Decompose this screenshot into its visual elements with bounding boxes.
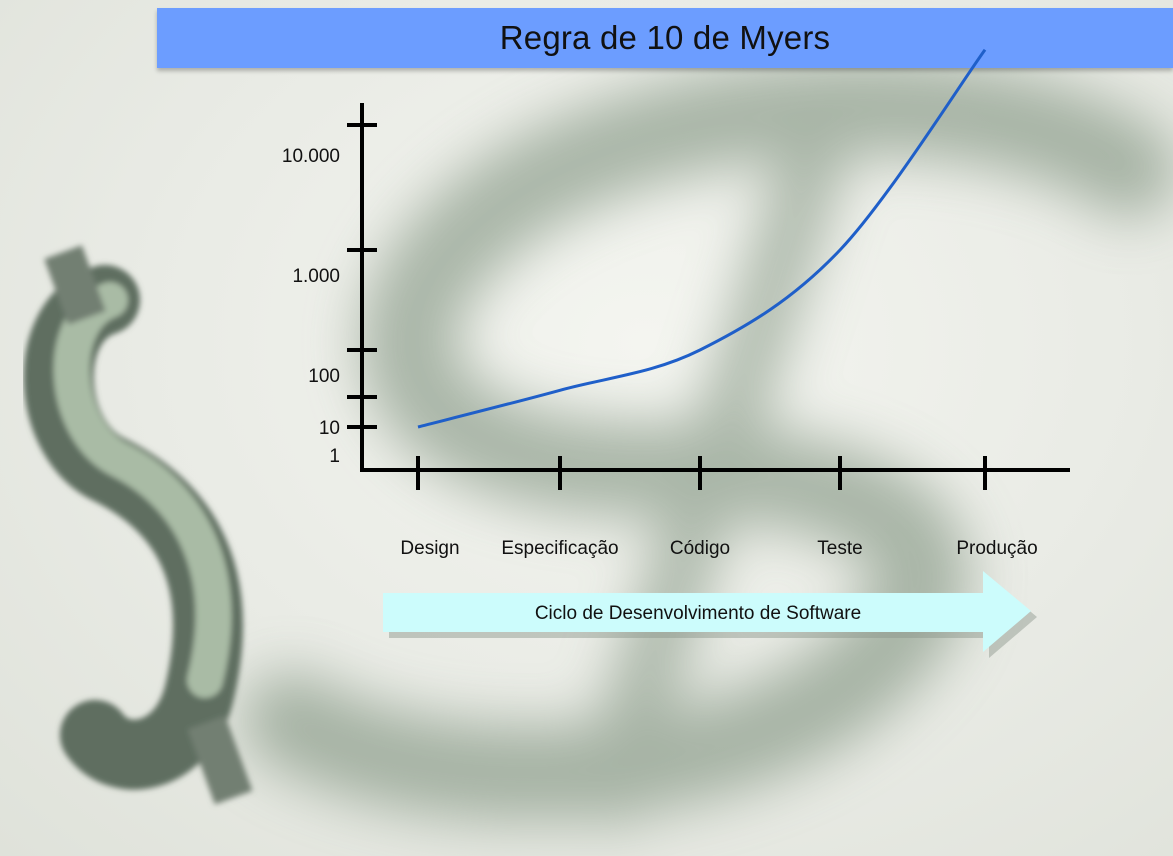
x-tick-label: Design (400, 538, 459, 559)
x-tick-label: Especificação (501, 538, 618, 559)
y-tick-label: 100 (308, 366, 340, 387)
x-tick-label: Código (670, 538, 730, 559)
x-tick-label: Teste (817, 538, 862, 559)
y-tick-label: 10.000 (282, 146, 340, 167)
y-tick-label: 1.000 (292, 266, 340, 287)
dollar-sign-icon (23, 245, 253, 805)
cost-curve (417, 48, 987, 429)
x-tick-label: Produção (956, 538, 1037, 559)
title-bar: Regra de 10 de Myers (157, 8, 1173, 68)
cycle-arrow (383, 571, 1031, 652)
y-tick-label: 10 (319, 418, 340, 439)
page-title: Regra de 10 de Myers (499, 19, 831, 56)
y-tick-label: 1 (329, 446, 340, 467)
cycle-arrow-label: Ciclo de Desenvolvimento de Software (535, 603, 861, 624)
